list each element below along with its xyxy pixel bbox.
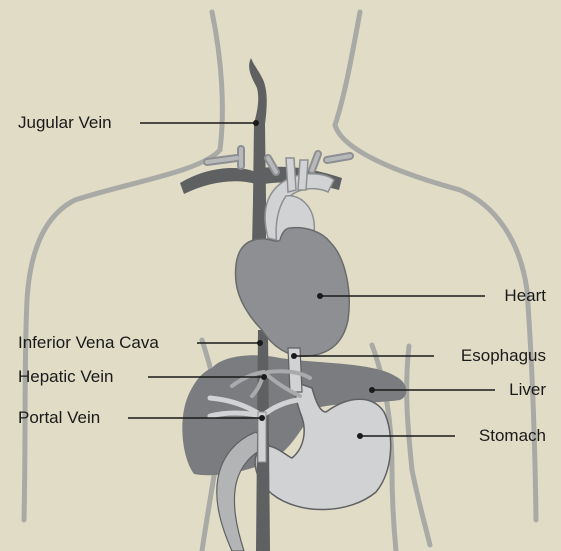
label-heart: Heart — [504, 286, 546, 306]
subclavian-veins-shape — [180, 168, 256, 194]
label-jugular-vein: Jugular Vein — [18, 113, 112, 133]
label-liver: Liver — [509, 380, 546, 400]
label-esophagus: Esophagus — [461, 346, 546, 366]
label-stomach: Stomach — [479, 426, 546, 446]
heart-shape — [236, 228, 350, 357]
label-hepatic-vein: Hepatic Vein — [18, 367, 113, 387]
jugular-vein-shape — [249, 58, 267, 246]
label-portal-vein: Portal Vein — [18, 408, 100, 428]
label-inferior-vena-cava: Inferior Vena Cava — [18, 333, 159, 353]
